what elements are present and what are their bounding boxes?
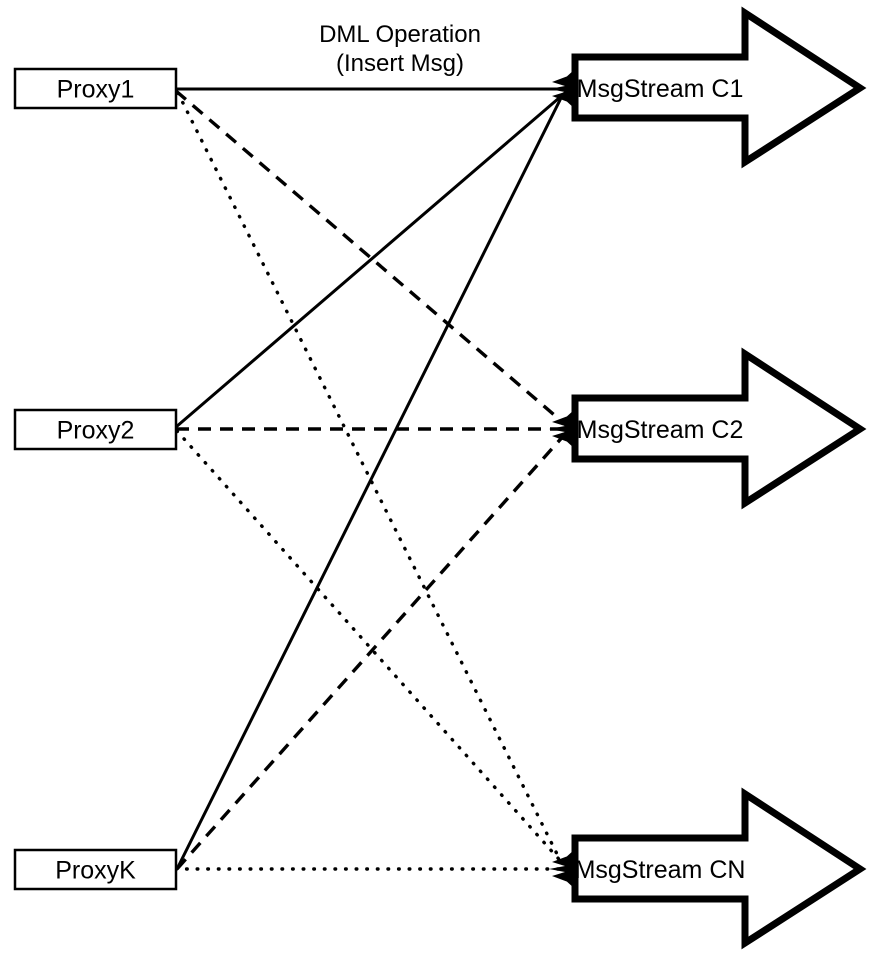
- proxy-label-proxy2: Proxy2: [57, 417, 135, 445]
- arrowhead-shape: [549, 69, 575, 109]
- arrowhead-head-cn: [549, 849, 575, 889]
- arrowhead-head-c1: [549, 69, 575, 109]
- stream-label-stream_c1: MsgStream C1: [577, 75, 744, 103]
- proxy-node-proxy2: Proxy2: [13, 408, 178, 451]
- stream-label-stream_c2: MsgStream C2: [577, 416, 744, 444]
- streams-layer: MsgStream C1 MsgStream C2 MsgStream CN: [571, 6, 867, 950]
- edge-p2-cn: [175, 429, 567, 868]
- edge-label-line2: (Insert Msg): [336, 50, 464, 77]
- stream-stream_cn: MsgStream CN: [571, 787, 867, 950]
- edge-label-line1: DML Operation: [319, 21, 481, 48]
- stream-arrow-shape: [571, 6, 867, 169]
- proxy-box-proxy1: [13, 67, 178, 110]
- edge-pk-c1: [176, 93, 565, 868]
- proxy-label-proxy1: Proxy1: [57, 76, 135, 104]
- edge-p1-c2: [174, 89, 568, 427]
- proxy-box-proxyk: [13, 848, 178, 891]
- edge-pk-c2: [175, 431, 568, 871]
- stream-stream_c1: MsgStream C1: [571, 6, 867, 169]
- stream-arrow-shape: [571, 787, 867, 950]
- arrowheads-layer: [549, 69, 575, 889]
- edge-label-dml-operation: DML Operation (Insert Msg): [319, 21, 481, 77]
- edge-p2-c1: [175, 90, 567, 429]
- edges-layer: [174, 87, 570, 871]
- stream-label-stream_cn: MsgStream CN: [575, 856, 746, 884]
- stream-stream_c2: MsgStream C2: [571, 347, 867, 510]
- proxy-node-proxyk: ProxyK: [13, 848, 178, 891]
- arrowhead-head-c2: [549, 409, 575, 449]
- arrowhead-shape: [549, 409, 575, 449]
- proxy-box-proxy2: [13, 408, 178, 451]
- stream-arrow-shape: [571, 347, 867, 510]
- arrowhead-shape: [549, 849, 575, 889]
- proxy-node-proxy1: Proxy1: [13, 67, 178, 110]
- proxy-label-proxyk: ProxyK: [55, 857, 136, 885]
